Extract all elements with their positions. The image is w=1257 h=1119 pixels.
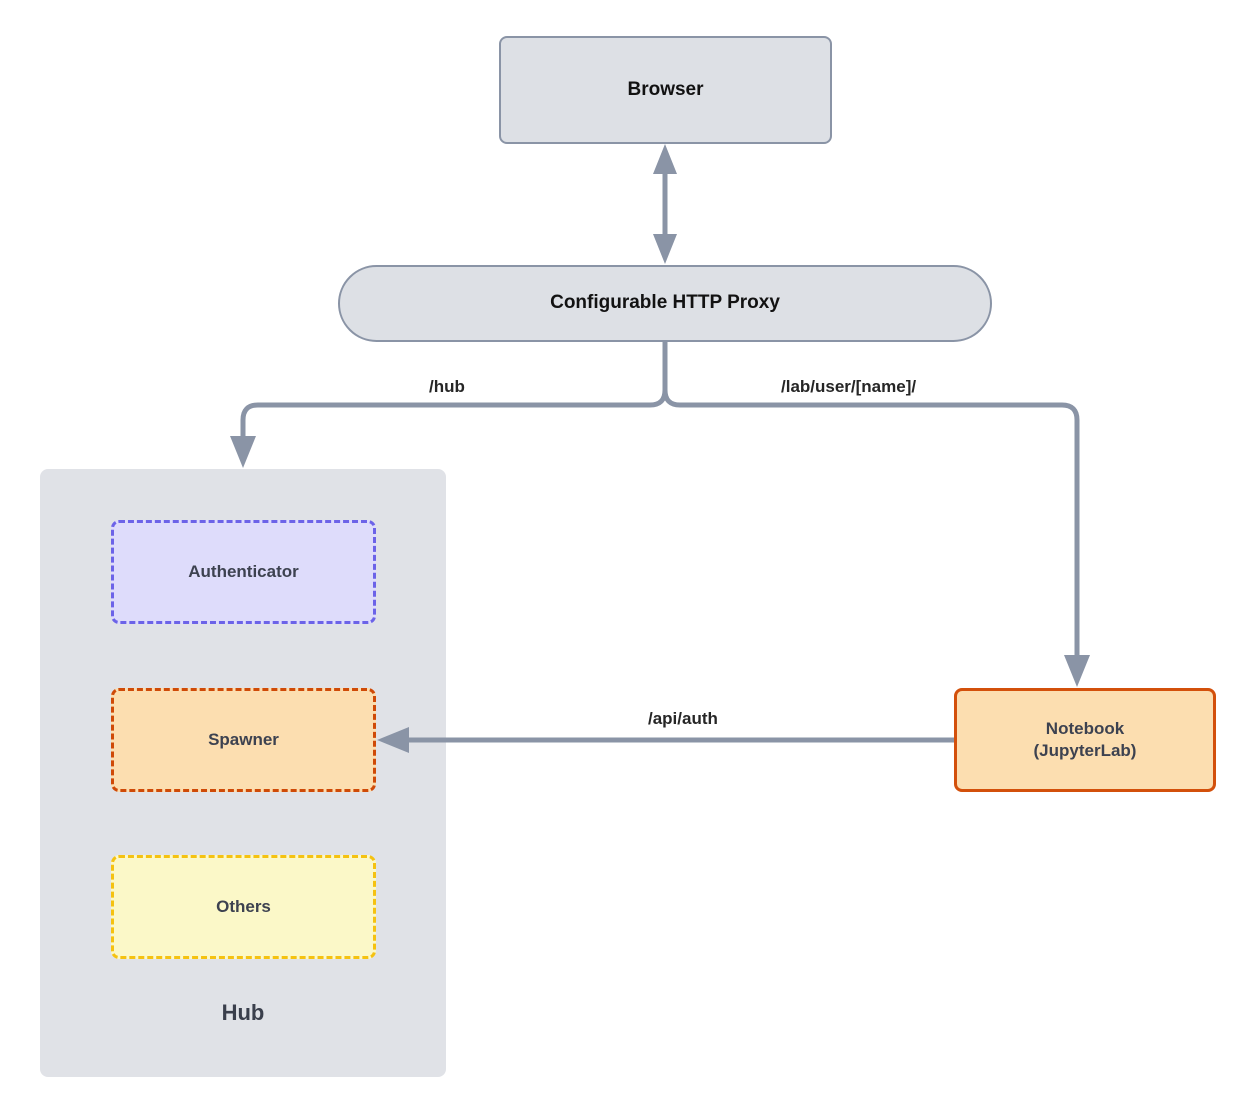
arrow-head-notebook — [1064, 655, 1090, 687]
node-configurable-http-proxy[interactable]: Configurable HTTP Proxy — [338, 265, 992, 342]
edge-notebook-spawner — [377, 727, 954, 753]
node-authenticator-label: Authenticator — [188, 561, 299, 581]
node-browser-label: Browser — [627, 78, 704, 100]
edge-browser-proxy — [653, 144, 677, 264]
node-notebook-label-line2: (JupyterLab) — [1033, 741, 1137, 760]
arrow-head-up — [653, 144, 677, 174]
edge-label-api-auth-path: /api/auth — [643, 708, 723, 730]
arrow-head-hub — [230, 436, 256, 468]
edge-label-hub-path: /hub — [424, 376, 470, 398]
node-others[interactable]: Others — [111, 855, 376, 959]
arrow-head-down — [653, 234, 677, 264]
node-notebook-jupyterlab[interactable]: Notebook (JupyterLab) — [954, 688, 1216, 792]
node-browser[interactable]: Browser — [499, 36, 832, 144]
hub-label: Hub — [221, 1000, 265, 1025]
node-notebook-label-wrap: Notebook (JupyterLab) — [1034, 718, 1137, 762]
edge-label-lab-user-path: /lab/user/[name]/ — [776, 376, 922, 398]
node-notebook-label-line1: Notebook — [1045, 718, 1125, 738]
node-others-label: Others — [216, 896, 271, 916]
node-spawner[interactable]: Spawner — [111, 688, 376, 792]
node-spawner-label: Spawner — [208, 729, 279, 749]
edge-proxy-hub — [230, 342, 668, 468]
node-proxy-label: Configurable HTTP Proxy — [550, 292, 780, 314]
node-authenticator[interactable]: Authenticator — [111, 520, 376, 624]
